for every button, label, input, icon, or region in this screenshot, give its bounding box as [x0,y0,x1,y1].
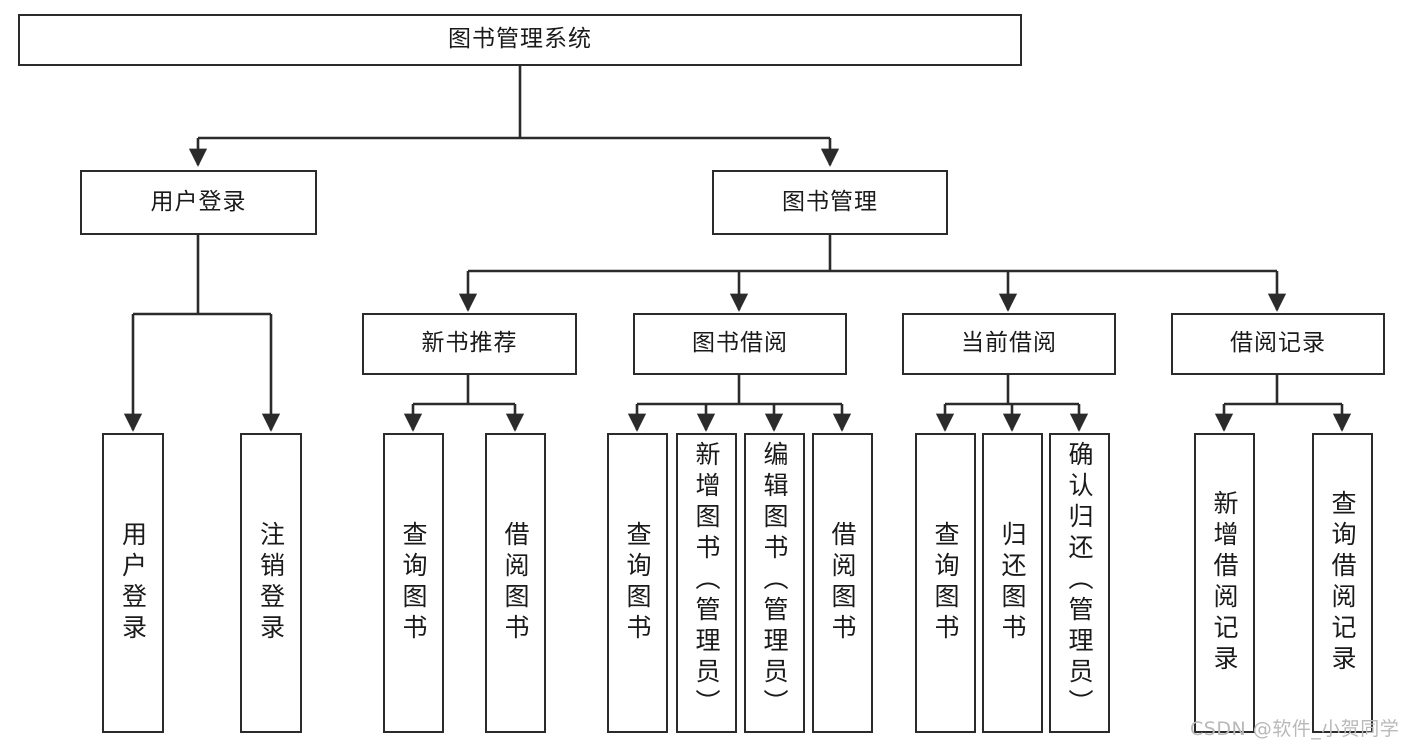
node-current-borrow-label: 当前借阅 [961,330,1057,357]
node-leaf-borrow-book-1[interactable]: 借阅图书 [485,433,546,733]
node-leaf-query-record[interactable]: 查询借阅记录 [1312,433,1373,733]
node-leaf-confirm-return-label: 确认归还（管理员） [1065,441,1094,720]
node-user-login-label: 用户登录 [150,188,247,215]
node-leaf-borrow-book-1-label: 借阅图书 [501,521,530,645]
node-leaf-return-book[interactable]: 归还图书 [982,433,1043,733]
node-leaf-confirm-return[interactable]: 确认归还（管理员） [1049,433,1110,733]
node-leaf-edit-book[interactable]: 编辑图书（管理员） [744,433,805,733]
node-leaf-user-logout-label: 注销登录 [256,521,286,645]
node-leaf-add-record[interactable]: 新增借阅记录 [1194,433,1255,733]
node-leaf-add-book[interactable]: 新增图书（管理员） [676,433,737,733]
node-leaf-query-book-2[interactable]: 查询图书 [607,433,668,733]
node-leaf-add-record-label: 新增借阅记录 [1210,490,1239,676]
node-book-manage-label: 图书管理 [782,188,878,215]
node-new-book-rec[interactable]: 新书推荐 [362,313,577,375]
watermark-text: CSDN @软件_小贺同学 [1190,718,1400,740]
node-root[interactable]: 图书管理系统 [18,14,1022,66]
node-leaf-edit-book-label: 编辑图书（管理员） [760,441,789,720]
node-leaf-borrow-book-2[interactable]: 借阅图书 [812,433,873,733]
node-leaf-query-book-1[interactable]: 查询图书 [383,433,444,733]
node-leaf-query-book-2-label: 查询图书 [623,521,652,645]
node-leaf-return-book-label: 归还图书 [998,521,1027,645]
node-leaf-user-logout[interactable]: 注销登录 [240,433,302,733]
node-root-label: 图书管理系统 [448,26,592,53]
node-book-borrow[interactable]: 图书借阅 [633,313,847,375]
node-book-manage[interactable]: 图书管理 [712,170,948,235]
node-leaf-user-login-label: 用户登录 [118,521,148,645]
node-leaf-user-login[interactable]: 用户登录 [102,433,164,733]
node-borrow-record[interactable]: 借阅记录 [1171,313,1385,375]
node-leaf-query-book-3-label: 查询图书 [931,521,960,645]
node-leaf-query-record-label: 查询借阅记录 [1328,490,1357,676]
node-user-login[interactable]: 用户登录 [80,170,317,235]
node-leaf-borrow-book-2-label: 借阅图书 [828,521,857,645]
node-leaf-query-book-1-label: 查询图书 [399,521,428,645]
node-current-borrow[interactable]: 当前借阅 [902,313,1116,375]
node-leaf-query-book-3[interactable]: 查询图书 [915,433,976,733]
node-leaf-add-book-label: 新增图书（管理员） [692,441,721,720]
node-new-book-rec-label: 新书推荐 [421,330,518,357]
node-book-borrow-label: 图书借阅 [692,330,788,357]
node-borrow-record-label: 借阅记录 [1230,330,1326,357]
